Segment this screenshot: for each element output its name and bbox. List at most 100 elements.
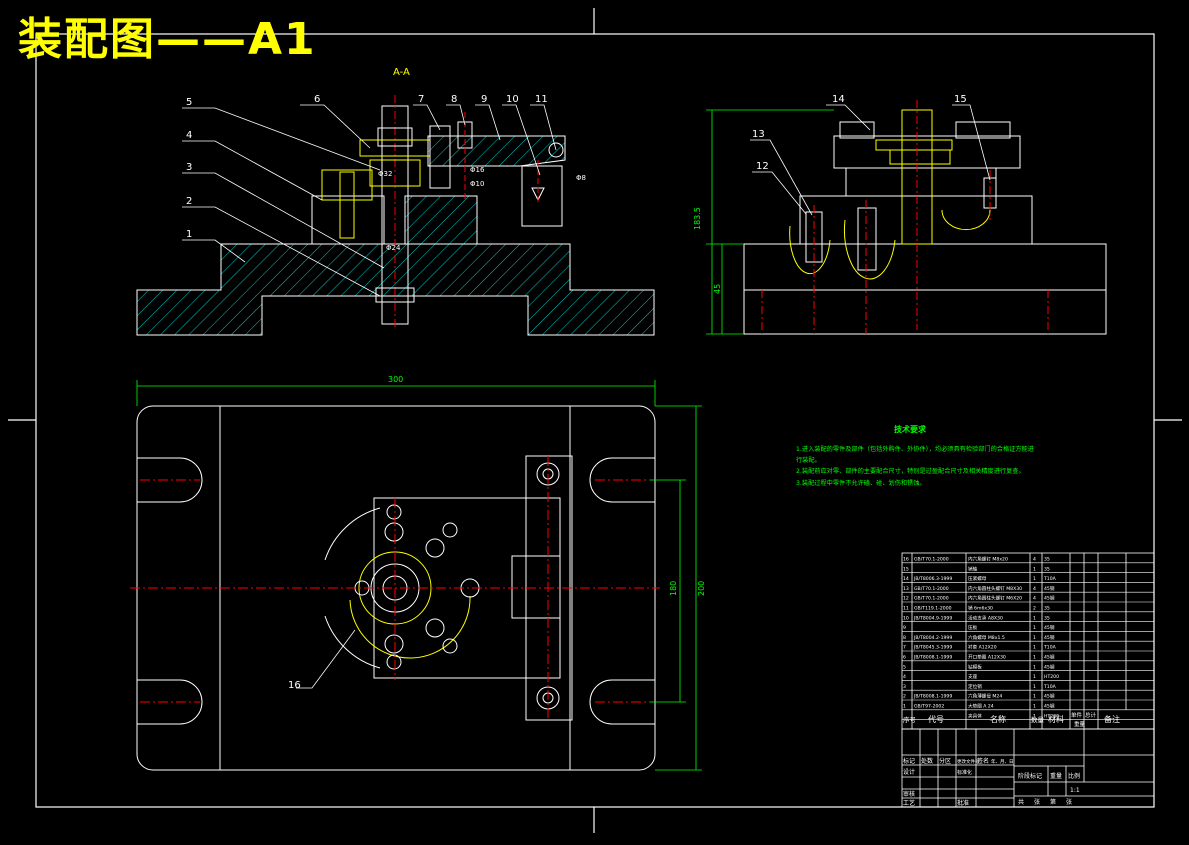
bom-cell-code: GB/T70.1-2000 xyxy=(914,557,949,563)
bom-cell-qty: 4 xyxy=(1033,596,1036,602)
side-view xyxy=(743,109,1107,335)
bom-cell-code: JB/T8006.3-1999 xyxy=(913,576,952,582)
bom-cell-no: 5 xyxy=(903,664,906,670)
bom-cell-no: 4 xyxy=(903,674,906,680)
tb-label-standard: 标准化 xyxy=(957,769,972,776)
bom-cell-name: 大垫圈 A 24 xyxy=(968,703,994,710)
tb-scale-value: 1:1 xyxy=(1070,787,1080,794)
bom-cell-no: 16 xyxy=(903,557,909,563)
bom-cell-mat: 45钢 xyxy=(1044,595,1055,602)
tb-label-sheet-no: 第 xyxy=(1050,798,1056,806)
bom-cell-name: 钻模板 xyxy=(968,663,982,670)
tb-label-approve: 批准 xyxy=(957,799,969,807)
balloon-6: 6 xyxy=(314,94,320,105)
bom-cell-mat: 45钢 xyxy=(1044,654,1055,661)
bom-header-qty: 数量 xyxy=(1031,715,1045,724)
balloon-7: 7 xyxy=(418,94,424,105)
bom-cell-mat: 45钢 xyxy=(1044,703,1055,710)
dim-d5: Φ8 xyxy=(576,174,586,182)
tb-label-scale: 比例 xyxy=(1068,772,1080,780)
bom-cell-qty: 1 xyxy=(1033,615,1036,621)
balloon-5: 5 xyxy=(186,97,192,108)
dim-d4: Φ10 xyxy=(470,180,484,188)
tb-label-design: 设计 xyxy=(903,768,915,776)
bom-cell-name: 支座 xyxy=(968,673,978,680)
dim-total-height: 200 xyxy=(697,581,706,596)
bom-cell-code: JB/T8008.1-1999 xyxy=(913,655,952,661)
notes-heading: 技术要求 xyxy=(894,424,927,434)
front-leaders xyxy=(182,104,557,297)
dim-overall-width: 300 xyxy=(388,375,403,384)
bom-header-code: 代号 xyxy=(928,714,944,724)
bom-cell-no: 15 xyxy=(903,566,909,572)
bom-cell-code: JB/T8004.9-1999 xyxy=(913,615,952,621)
bom-cell-code: GB/T70.1-2000 xyxy=(914,596,949,602)
bom-cell-code: GB/T119.1-2000 xyxy=(914,606,952,612)
bom-cell-name: 夹具体 xyxy=(968,712,982,719)
dim-d3: Φ16 xyxy=(470,166,485,174)
tb-label-sheets: 张 xyxy=(1034,798,1040,806)
bom-cell-mat: HT200 xyxy=(1044,674,1059,680)
bom-cell-qty: 1 xyxy=(1033,635,1036,641)
dim-side-height: 183.5 xyxy=(693,207,702,230)
bom-cell-mat: 45钢 xyxy=(1044,585,1055,592)
balloon-8: 8 xyxy=(451,94,457,105)
bom-header-mat: 材料 xyxy=(1048,714,1064,724)
balloon-10: 10 xyxy=(506,94,519,105)
tb-label-zone: 分区 xyxy=(939,757,951,765)
bom-cell-name: 内六角圆柱头螺钉 M8X30 xyxy=(968,585,1022,592)
notes-line-3: 2.装配前应对零、部件的主要配合尺寸，特别是过盈配合尺寸及相关精度进行复查。 xyxy=(796,467,1025,475)
top-centerlines xyxy=(130,456,660,720)
bom-cell-mat: 35 xyxy=(1044,606,1050,612)
bom-cell-code: JB/T8045.3-1999 xyxy=(913,645,952,651)
bom-cell-mat: T10A xyxy=(1043,684,1057,690)
balloon-2: 2 xyxy=(186,196,192,207)
bom-cell-no: 11 xyxy=(903,606,909,612)
bom-header-total: 总计 xyxy=(1085,711,1097,719)
bom-cell-name: 衬套 A12X20 xyxy=(968,644,997,651)
title-block xyxy=(901,728,1155,808)
bom-cell-name: 定位销 xyxy=(968,683,982,690)
bom-cell-qty: 1 xyxy=(1033,704,1036,710)
support-block xyxy=(404,195,478,245)
bom-cell-no: 14 xyxy=(903,576,909,582)
bom-cell-name: 六角薄螺母 M24 xyxy=(968,693,1002,700)
tb-label-total: 共 xyxy=(1018,798,1024,806)
bom-cell-mat: HT200 xyxy=(1044,713,1059,719)
tb-label-mark: 标记 xyxy=(903,757,915,765)
balloon-11: 11 xyxy=(535,94,548,105)
title-block-labels: 标记 处数 分区 更改文件号 签名 年、月、日 设计 标准化 审核 工艺 批准 … xyxy=(903,757,1080,807)
bom-cell-qty: 1 xyxy=(1033,713,1036,719)
front-balloon-labels: 5 6 4 7 8 9 10 11 3 2 1 xyxy=(186,94,548,240)
dim-side-base: 45 xyxy=(713,284,722,294)
bom-cell-qty: 1 xyxy=(1033,566,1036,572)
side-centerlines xyxy=(761,100,1049,334)
section-label: A-A xyxy=(393,67,410,78)
drawing-title: 装配图——A1 xyxy=(18,14,317,65)
bom-cell-mat: 45钢 xyxy=(1044,634,1055,641)
bom-header-weight: 重量 xyxy=(1074,720,1086,728)
balloon-3: 3 xyxy=(186,162,192,173)
bom-cell-mat: 45钢 xyxy=(1044,663,1055,670)
dim-d2: Φ24 xyxy=(386,244,401,252)
bom-header-name: 名称 xyxy=(990,714,1006,724)
bom-cell-no: 7 xyxy=(903,645,906,651)
bom-cell-code: JB/T8004.2-1999 xyxy=(913,635,952,641)
bom-cell-no: 3 xyxy=(903,684,906,690)
bom-cell-name: 销 6m6x30 xyxy=(968,605,993,612)
bom-cell-no: 13 xyxy=(903,586,909,592)
bom-cell-no: 9 xyxy=(903,625,906,631)
bom-cell-no: 8 xyxy=(903,635,906,641)
notes-line-2: 行装配。 xyxy=(796,456,821,464)
tb-label-date: 年、月、日 xyxy=(991,758,1014,765)
bom-cell-name: 销轴 xyxy=(968,565,978,572)
bom-cell-no: 6 xyxy=(903,655,906,661)
bom-cell-qty: 1 xyxy=(1033,684,1036,690)
bom-header-no: 序号 xyxy=(903,715,917,724)
bom-cell-no: 1 xyxy=(903,704,906,710)
bom-cell-no: 10 xyxy=(903,615,909,621)
bom-cell-name: 内六角圆柱头螺钉 M6X20 xyxy=(968,595,1022,602)
dim-d1: Φ32 xyxy=(378,170,392,178)
bom-cell-qty: 1 xyxy=(1033,674,1036,680)
